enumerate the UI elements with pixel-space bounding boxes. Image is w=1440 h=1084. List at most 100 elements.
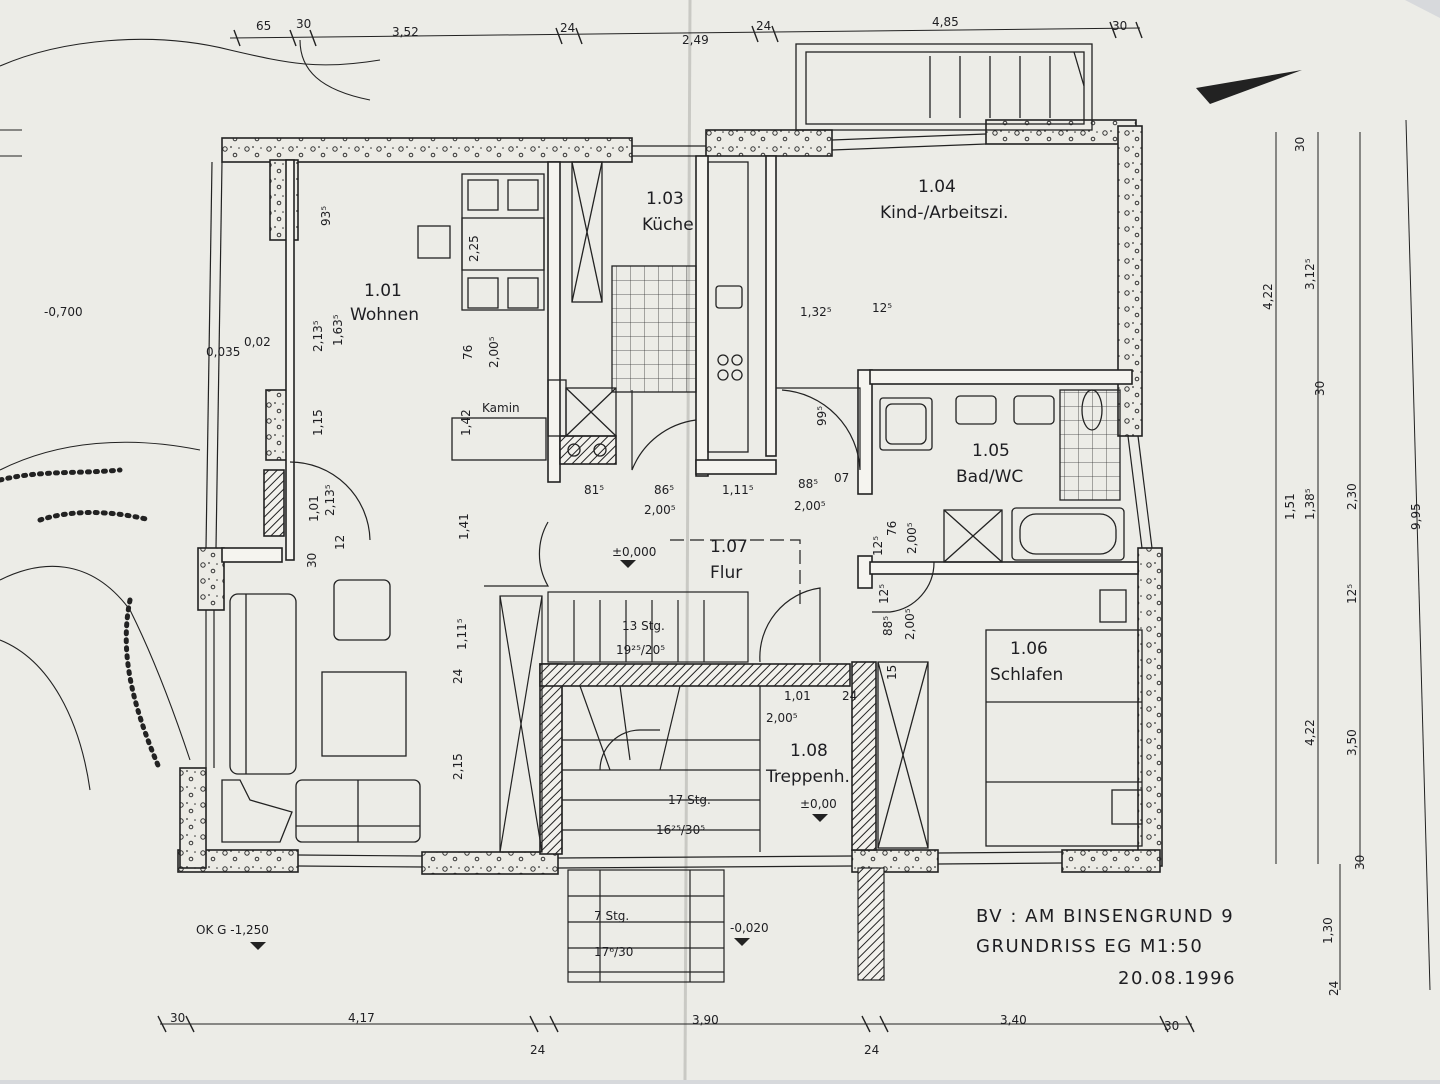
dim-inner-6: 12 — [333, 535, 347, 550]
north-arrow-icon — [1196, 70, 1302, 104]
stair-outer-ratio: 17⁶/30 — [594, 945, 633, 959]
fireplace — [451, 379, 617, 461]
inner-walls — [221, 155, 1139, 589]
room-number-treppe: 1.08 — [790, 741, 828, 761]
dim-inner-21: 81⁵ — [584, 483, 604, 497]
dim-bottom-0: 30 — [170, 1011, 185, 1025]
title-date: 20.08.1996 — [1118, 968, 1236, 989]
dim-right-13: 24 — [1327, 981, 1341, 996]
dim-top-4: 2,49 — [682, 33, 709, 47]
dim-top-1: 30 — [296, 17, 311, 31]
level-okg: OK G -1,250 — [196, 923, 269, 937]
room-name-treppe: Treppenh. — [765, 767, 850, 787]
dim-inner-35: 1,01 — [784, 689, 811, 703]
dim-top-7: 30 — [1112, 19, 1127, 33]
dim-inner-16: 24 — [451, 669, 465, 684]
room-number-kind: 1.04 — [918, 177, 956, 197]
dim-right-10: 30 — [1353, 855, 1367, 870]
dim-inner-36: 2,00⁵ — [766, 711, 798, 725]
bathroom-fixtures — [879, 389, 1125, 563]
doors — [289, 387, 935, 663]
dim-bottom-3: 3,90 — [692, 1013, 719, 1027]
dim-inner-34: 15 — [885, 665, 899, 680]
dimensions-right: 30 3,12⁵ 4,22 30 1,51 1,38⁵ 2,30 12⁵ 4,2… — [1261, 137, 1423, 996]
stair-upper-count: 13 Stg. — [622, 619, 665, 633]
dim-inner-26: 2,00⁵ — [794, 499, 826, 513]
dim-inner-23: 2,00⁵ — [644, 503, 676, 517]
level-treppe: ±0,00 — [800, 797, 837, 811]
dim-inner-11: 76 — [461, 345, 475, 360]
title-block: BV : AM BINSENGRUND 9 GRUNDRISS EG M1:50… — [976, 906, 1236, 989]
dim-right-1: 3,12⁵ — [1303, 258, 1317, 290]
dim-bottom-5: 3,40 — [1000, 1013, 1027, 1027]
dimension-ticks — [157, 21, 1195, 1033]
stair-main-ratio: 16²⁵/30⁵ — [656, 823, 705, 837]
room-name-kind: Kind-/Arbeitszi. — [880, 203, 1008, 223]
stairs — [499, 591, 885, 983]
room-name-schlafen: Schlafen — [990, 665, 1063, 685]
dim-top-2: 3,52 — [392, 25, 419, 39]
dim-inner-7: 30 — [305, 553, 319, 568]
stair-walls — [263, 435, 877, 855]
stair-outer-count: 7 Stg. — [594, 909, 629, 923]
dim-inner-20: 99⁵ — [815, 406, 829, 426]
dim-inner-18: 1,32⁵ — [800, 305, 832, 319]
dim-inner-31: 88⁵ — [881, 616, 895, 636]
dim-bottom-1: 4,17 — [348, 1011, 375, 1025]
window-lines — [205, 133, 1153, 869]
dim-inner-27: 07 — [834, 471, 849, 485]
dim-bottom-2: 24 — [530, 1043, 545, 1057]
dim-inner-33: 2,00⁵ — [903, 608, 917, 640]
dim-inner-2: 1,63⁵ — [331, 314, 345, 346]
room-name-wohnen: Wohnen — [350, 305, 419, 325]
dim-inner-29: 76 — [885, 521, 899, 536]
level-markers — [250, 560, 828, 950]
title-project: BV : AM BINSENGRUND 9 — [976, 906, 1234, 927]
dimensions-inner: 93⁵ 2,13⁵ 1,63⁵ 1,15 1,01 2,13⁵ 12 30 0,… — [206, 206, 919, 780]
dimensions-top: 65 30 3,52 24 2,49 24 4,85 30 — [256, 15, 1127, 47]
room-name-bad: Bad/WC — [956, 467, 1023, 487]
level-terrace: -0,700 — [44, 305, 83, 319]
dim-top-3: 24 — [560, 21, 575, 35]
dim-inner-37: 24 — [842, 689, 857, 703]
balcony — [795, 43, 1093, 131]
room-number-schlafen: 1.06 — [1010, 639, 1048, 659]
dim-top-5: 24 — [756, 19, 771, 33]
dim-right-8: 4,22 — [1303, 719, 1317, 746]
dim-inner-12: 2,00⁵ — [487, 336, 501, 368]
room-labels: 1.01 Wohnen 1.03 Küche 1.04 Kind-/Arbeit… — [350, 177, 1063, 787]
level-outside: -0,020 — [730, 921, 769, 935]
room-name-kueche: Küche — [642, 215, 694, 235]
dim-top-6: 4,85 — [932, 15, 959, 29]
dim-bottom-6: 30 — [1164, 1019, 1179, 1033]
dimensions-bottom: 30 4,17 24 3,90 24 3,40 30 — [170, 1011, 1179, 1057]
dim-inner-9: 0,02 — [244, 335, 271, 349]
dim-right-0: 30 — [1293, 137, 1307, 152]
dim-inner-1: 2,13⁵ — [311, 320, 325, 352]
dim-inner-22: 86⁵ — [654, 483, 674, 497]
dim-right-5: 1,38⁵ — [1303, 488, 1317, 520]
dim-right-2: 4,22 — [1261, 283, 1275, 310]
dim-right-12: 1,30 — [1321, 917, 1335, 944]
dim-inner-0: 93⁵ — [319, 206, 333, 226]
room-number-flur: 1.07 — [710, 537, 748, 557]
title-drawing: GRUNDRISS EG M1:50 — [976, 936, 1203, 957]
dim-right-6: 2,30 — [1345, 483, 1359, 510]
dim-inner-14: 1,41 — [457, 513, 471, 540]
dimension-lines — [160, 27, 1431, 1025]
room-name-flur: Flur — [710, 563, 742, 583]
dim-right-11: 9,95 — [1409, 503, 1423, 530]
dim-right-4: 1,51 — [1283, 493, 1297, 520]
room-number-kueche: 1.03 — [646, 189, 684, 209]
room-number-bad: 1.05 — [972, 441, 1010, 461]
paper-fold — [683, 0, 692, 1081]
annotations: Kamin 13 Stg. 19²⁵/20⁵ 17 Stg. 16²⁵/30⁵ … — [44, 305, 837, 959]
dim-inner-32: 12⁵ — [877, 584, 891, 604]
dim-inner-4: 1,01 — [307, 495, 321, 522]
stair-upper-ratio: 19²⁵/20⁵ — [616, 643, 665, 657]
dim-inner-30: 2,00⁵ — [905, 522, 919, 554]
dim-bottom-4: 24 — [864, 1043, 879, 1057]
dim-inner-25: 88⁵ — [798, 477, 818, 491]
